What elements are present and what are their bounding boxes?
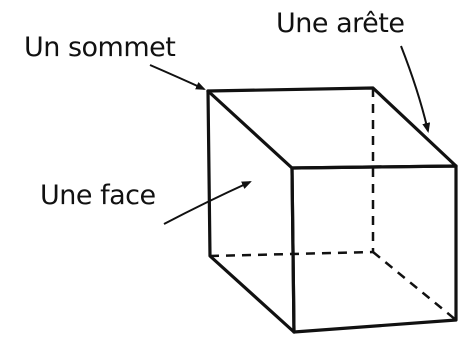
arrow-to-vertex: [149, 64, 206, 90]
hidden-edges: [209, 88, 457, 321]
vertex-label: Un sommet: [24, 32, 176, 63]
visible-edges: [206, 86, 458, 334]
arrow-to-face: [163, 181, 252, 225]
face-label: Une face: [40, 180, 156, 211]
pointer-arrows: [149, 45, 431, 225]
left-face-outline: [206, 89, 296, 334]
arrow-to-edge: [400, 45, 431, 133]
hidden-edge-depth: [372, 251, 457, 321]
front-face-outline: [290, 164, 458, 334]
edge-label: Une arête: [276, 8, 405, 39]
